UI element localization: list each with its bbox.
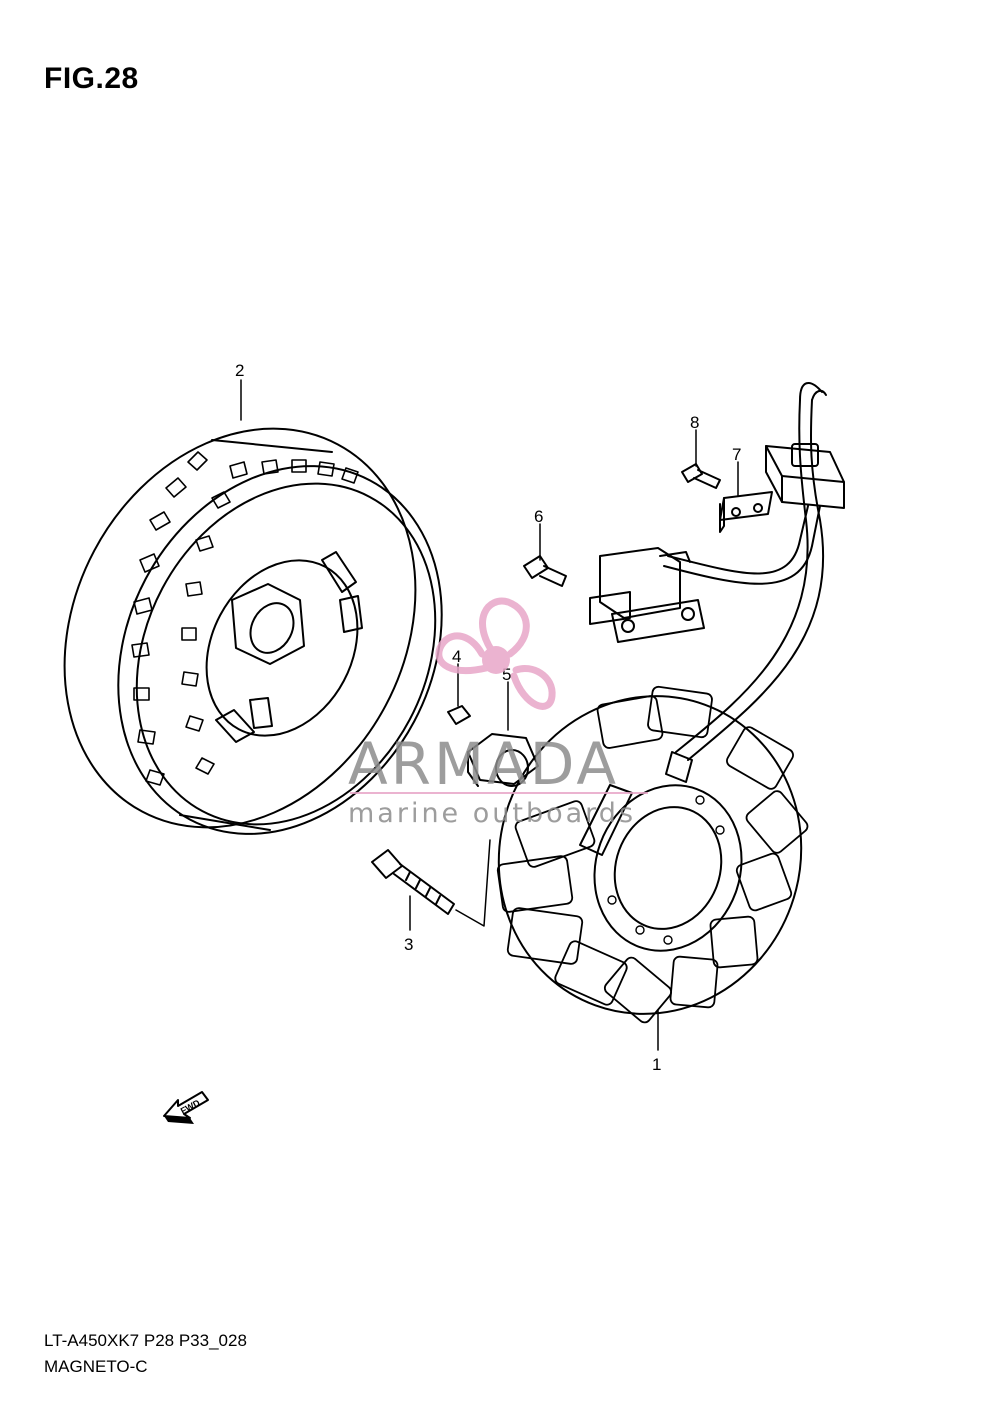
callout-7: 7 — [732, 445, 741, 464]
watermark-tagline: marine outboards — [348, 798, 636, 829]
stator-bolt — [371, 849, 455, 915]
wiring-harness — [663, 382, 827, 761]
section-name: MAGNETO-C — [44, 1357, 148, 1376]
callout-3: 3 — [404, 935, 413, 954]
armada-watermark: ARMADA marine outboards — [348, 597, 648, 829]
connector-coupler — [765, 443, 845, 509]
callout-8: 8 — [690, 413, 699, 432]
callout-4: 4 — [452, 647, 461, 666]
callout-2: 2 — [235, 361, 244, 380]
woodruff-key — [447, 705, 471, 725]
callout-6: 6 — [534, 507, 543, 526]
pickup-coil — [589, 547, 705, 643]
model-code: LT-A450XK7 P28 P33_028 — [44, 1331, 247, 1350]
figure-title: FIG.28 — [44, 62, 139, 95]
callout-1: 1 — [652, 1055, 661, 1074]
clamp-plate — [719, 491, 773, 533]
watermark-brand: ARMADA — [348, 730, 619, 798]
fwd-arrow-icon: FWD — [163, 1091, 209, 1124]
flywheel-nut — [467, 733, 539, 787]
stator-coil — [496, 685, 809, 1024]
part-callouts: 1 2 3 4 5 6 7 8 — [235, 361, 741, 1074]
flywheel-rotor — [63, 427, 443, 835]
bolt-pickup — [523, 555, 567, 587]
bolt-small-upper — [681, 463, 721, 489]
propeller-logo-icon — [435, 597, 556, 710]
callout-5: 5 — [502, 665, 511, 684]
